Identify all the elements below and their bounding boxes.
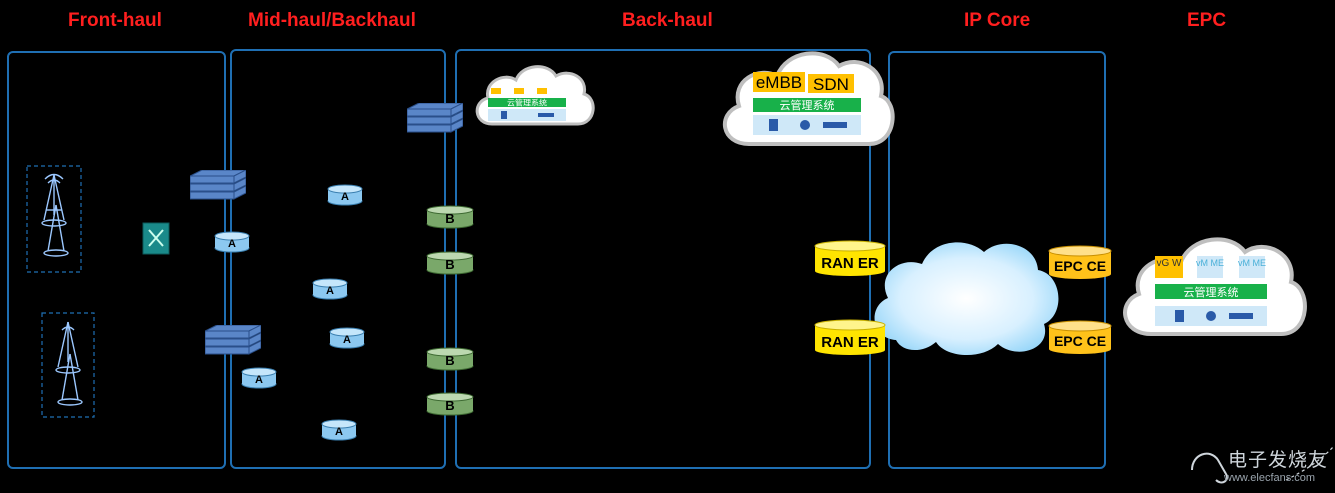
node-b-label: B [445,398,454,413]
node-epc-ce: EPC CE [1048,320,1112,354]
switch-icon [142,222,170,255]
node-epc-ce: EPC CE [1048,245,1112,279]
watermark-url: www.elecfans.com [1224,472,1316,484]
node-b-label: B [445,257,454,272]
watermark-logo-icon [1191,445,1335,484]
node-a: A [327,184,363,206]
section-title-epc: EPC [1187,10,1227,31]
section-title-midhaul: Mid-haul/Backhaul [248,10,416,31]
embb-cloud-mgmt-label: 云管理系统 [780,98,835,112]
section-title-fronthaul: Front-haul [68,10,162,31]
cell-tower-icon [41,173,69,257]
node-a: A [214,231,250,253]
node-b: B [426,347,474,371]
embb-label: eMBB [756,73,802,92]
node-a: A [241,367,277,389]
watermark-brand: 电子发烧友 [1228,449,1329,471]
node-b: B [426,251,474,275]
ran-er-label: RAN ER [821,255,879,272]
router-stack-icon [205,325,261,355]
section-title-ipcore: IP Core [964,10,1031,31]
ran-er-label: RAN ER [821,334,879,351]
vmme-label-1: vM ME [1196,258,1224,268]
node-ran-er: RAN ER [814,319,886,355]
small-cloud: 云管理系统 [475,65,595,126]
node-a-label: A [326,285,334,297]
cell-tower-group-1 [26,165,82,273]
cell-tower-icon [55,321,83,406]
node-a: A [329,327,365,349]
epc-ce-label: EPC CE [1054,258,1106,274]
epc-cloud: vG W vM ME vM ME 云管理系统 [1123,237,1307,336]
node-a: A [321,419,357,441]
node-a-label: A [341,191,349,203]
node-ran-er: RAN ER [814,240,886,276]
node-a-label: A [255,374,263,386]
node-a-label: A [343,334,351,346]
epc-cloud-mgmt-label: 云管理系统 [1184,285,1239,299]
node-a: A [312,278,348,300]
router-stack-icon [190,170,246,200]
section-title-backhaul: Back-haul [622,10,713,31]
node-b-label: B [445,353,454,368]
node-b-label: B [445,211,454,226]
vgw-label: vG W [1157,258,1183,269]
sdn-label: SDN [813,75,849,94]
router-stack-icon [407,103,463,133]
epc-ce-label: EPC CE [1054,333,1106,349]
node-b: B [426,205,474,229]
node-a-label: A [228,238,236,250]
node-b: B [426,392,474,416]
panel-fronthaul [7,51,226,469]
embb-sdn-cloud: eMBB SDN 云管理系统 [722,51,895,146]
ip-core-cloud [874,242,1059,356]
vmme-label-2: vM ME [1238,258,1266,268]
small-cloud-mgmt-label: 云管理系统 [507,98,547,108]
cell-tower-group-2 [41,312,95,418]
node-a-label: A [335,426,343,438]
